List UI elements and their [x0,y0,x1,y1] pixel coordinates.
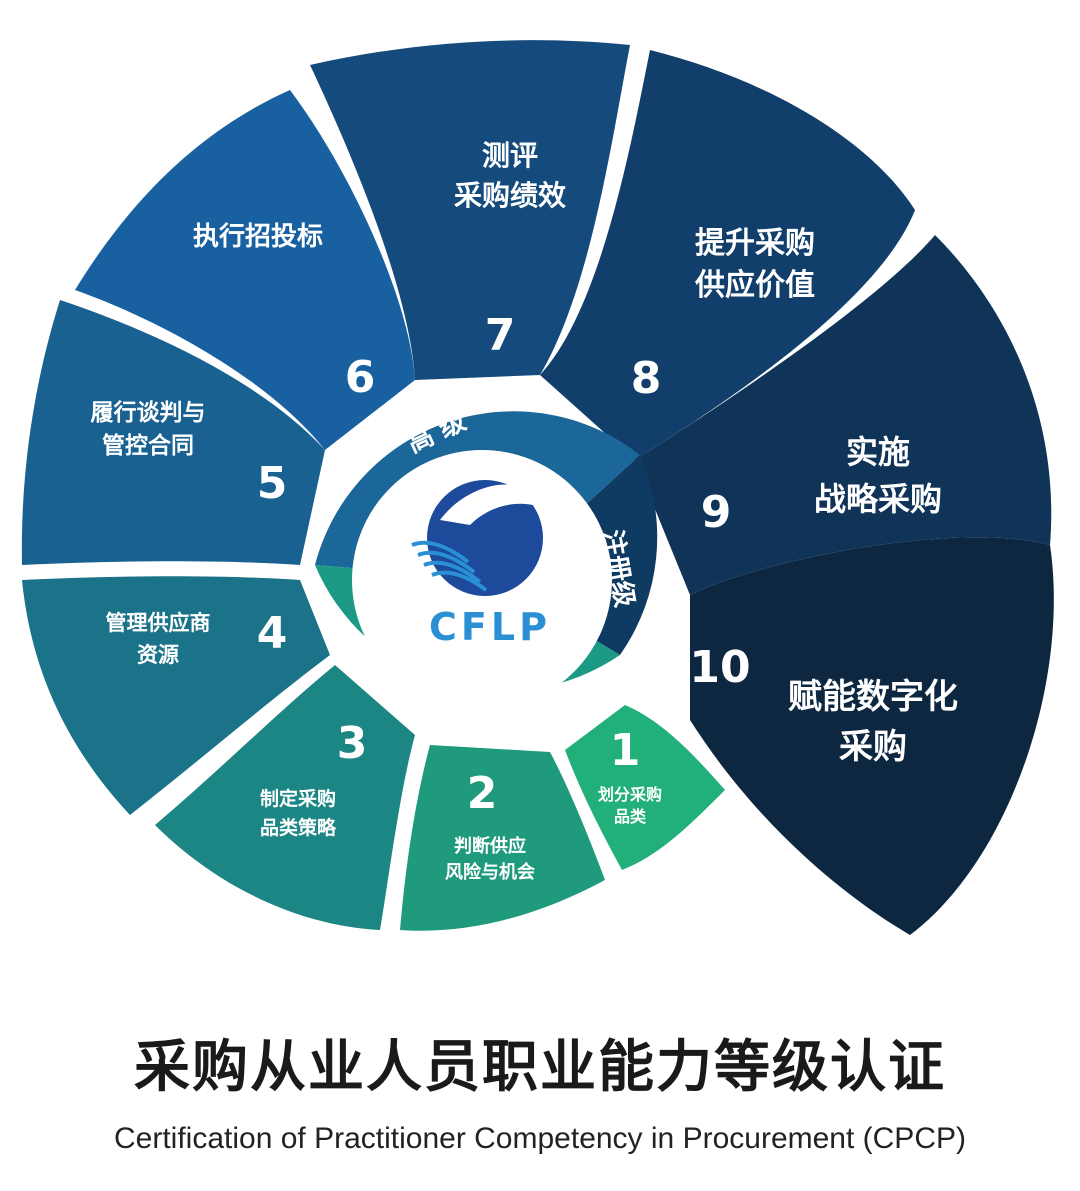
segment-3-number: 3 [337,718,368,769]
competency-spiral-diagram: 高 级 注册级 中 级 CFLP 1 划分采购 品类 2 判断供应 风险与机会 … [21,40,1054,935]
segment-2-label-line1: 判断供应 [454,835,526,857]
segment-8-number: 8 [631,353,662,404]
segment-2-label-line2: 风险与机会 [445,861,535,883]
segment-labels: 1 划分采购 品类 2 判断供应 风险与机会 3 制定采购 品类策略 4 管理供… [91,139,959,883]
segment-5-label-line2: 管控合同 [102,432,194,459]
segment-7-label-line1: 测评 [482,139,538,172]
segment-2-shape [400,745,605,931]
logo-text: CFLP [429,605,551,649]
segment-5-number: 5 [257,458,288,509]
spiral-segments [21,40,1054,935]
segment-3-label-line1: 制定采购 [260,787,336,810]
segment-10-shape [690,537,1054,935]
logo-stripes-icon [411,540,488,592]
segment-3-label-line2: 品类策略 [260,816,337,839]
title-chinese: 采购从业人员职业能力等级认证 [134,1035,946,1100]
title-english: Certification of Practitioner Competency… [114,1122,966,1155]
segment-9-label-line2: 战略采购 [814,480,942,518]
segment-1-label-line2: 品类 [614,807,647,826]
segment-6-number: 6 [345,352,376,403]
segment-7-shape [310,40,630,381]
segment-9-label-line1: 实施 [846,433,910,471]
segment-5-shape [21,300,326,565]
segment-1-number: 1 [610,725,641,776]
segment-1-label-line1: 划分采购 [598,785,662,804]
segment-9-number: 9 [701,487,732,538]
segment-4-number: 4 [257,608,288,659]
segment-8-shape [540,50,915,460]
segment-1-shape [565,705,725,870]
segment-8-label-line2: 供应价值 [694,268,815,303]
segment-9-shape [635,235,1052,595]
segment-4-label-line2: 资源 [137,643,179,667]
segment-5-label-line1: 履行谈判与 [91,399,206,426]
segment-8-label-line1: 提升采购 [695,226,815,261]
cflp-logo: CFLP [411,480,551,649]
logo-crescent-icon [440,484,545,525]
segment-3-shape [155,665,415,930]
segment-6-shape [75,90,415,450]
segment-7-number: 7 [485,310,516,361]
segment-4-label-line1: 管理供应商 [106,611,211,635]
segment-10-label-line2: 采购 [839,727,907,767]
segment-6-label-line1: 执行招投标 [193,221,323,252]
segment-4-shape [22,576,330,815]
segment-2-number: 2 [467,768,498,819]
segment-10-label-line1: 赋能数字化 [788,677,958,717]
segment-7-label-line2: 采购绩效 [454,179,566,212]
segment-10-number: 10 [689,642,750,693]
